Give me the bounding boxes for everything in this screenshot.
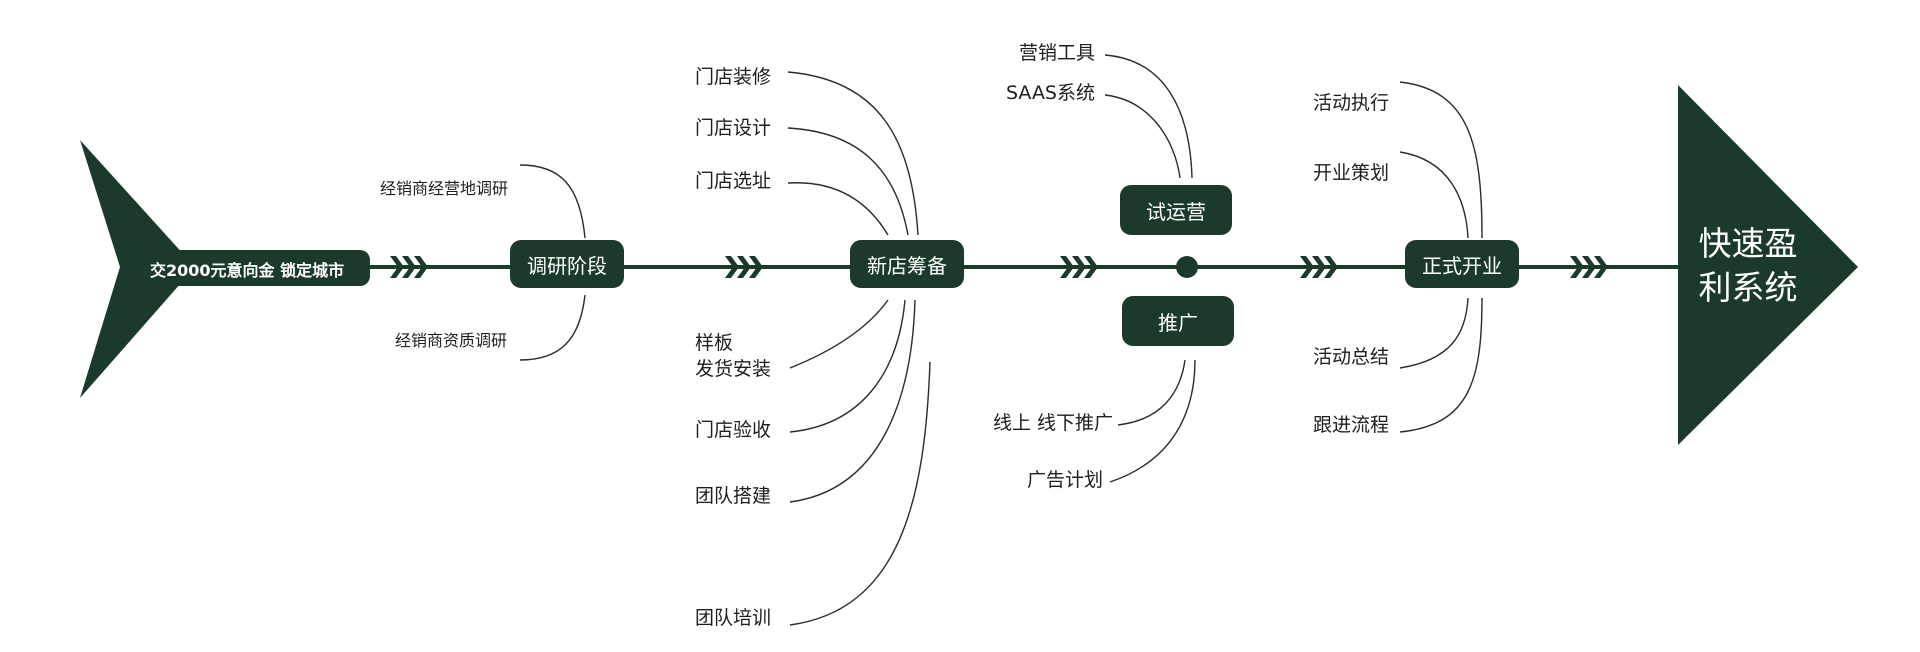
trial-item-label: SAAS系统 bbox=[1006, 82, 1095, 104]
open-item-label: 活动总结 bbox=[1313, 346, 1390, 368]
branch-promo-1 bbox=[1117, 359, 1186, 426]
stage-promo-node[interactable]: 推广 bbox=[1122, 296, 1234, 346]
research-item-label: 经销商资质调研 bbox=[395, 331, 508, 350]
branch-prep-3 bbox=[787, 182, 889, 236]
stage-prep-node[interactable]: 新店筹备 bbox=[850, 240, 964, 288]
chevron-arrows-icon bbox=[1060, 256, 1098, 278]
branch-prep-2 bbox=[787, 127, 909, 236]
start-label: 交2000元意向金 锁定城市 bbox=[150, 261, 345, 280]
chevron-arrows-icon bbox=[390, 256, 428, 278]
promo-item-label: 线上 线下推广 bbox=[992, 412, 1113, 434]
branch-trial-1 bbox=[1104, 54, 1193, 179]
prep-item-label: 门店装修 bbox=[695, 66, 772, 88]
junction-dot bbox=[1176, 256, 1198, 278]
branch-promo-2 bbox=[1109, 359, 1196, 483]
branch-prep-4 bbox=[789, 299, 889, 369]
chevron-arrows-icon bbox=[725, 256, 763, 278]
branch-prep-7 bbox=[789, 361, 931, 626]
branch-prep-1 bbox=[787, 71, 919, 236]
branch-open-2 bbox=[1399, 151, 1469, 239]
promo-item-label: 广告计划 bbox=[1026, 469, 1103, 491]
open-item-label: 活动执行 bbox=[1313, 92, 1390, 114]
branch-research-top bbox=[519, 164, 586, 239]
open-item-label: 开业策划 bbox=[1313, 162, 1390, 184]
chevron-arrows-icon bbox=[1570, 256, 1608, 278]
prep-item-label: 门店验收 bbox=[695, 419, 772, 441]
stage-research-node[interactable]: 调研阶段 bbox=[510, 240, 624, 288]
branch-open-1 bbox=[1399, 81, 1483, 239]
prep-item-label: 门店选址 bbox=[695, 170, 772, 192]
branch-prep-5 bbox=[789, 299, 906, 433]
prep-item-label: 团队搭建 bbox=[695, 485, 772, 507]
end-label-line1: 快速盈 bbox=[1698, 224, 1798, 263]
research-item-label: 经销商经营地调研 bbox=[380, 179, 509, 198]
end-arrow-shape bbox=[1678, 85, 1858, 445]
chevron-arrows-icon bbox=[1300, 256, 1338, 278]
open-item-label: 跟进流程 bbox=[1313, 414, 1390, 436]
branch-open-3 bbox=[1399, 297, 1469, 369]
prep-item-label: 门店设计 bbox=[695, 117, 772, 139]
prep-item-label: 发货安装 bbox=[695, 358, 772, 380]
trial-item-label: 营销工具 bbox=[1018, 42, 1095, 64]
branch-prep-6 bbox=[789, 299, 916, 503]
end-label-line2: 利系统 bbox=[1698, 268, 1798, 307]
prep-item-label: 样板 bbox=[695, 332, 734, 354]
stage-open-node[interactable]: 正式开业 bbox=[1405, 240, 1519, 288]
end-label: 快速盈 利系统 bbox=[1683, 222, 1813, 310]
branch-research-bottom bbox=[519, 294, 586, 361]
branch-open-4 bbox=[1399, 297, 1483, 433]
branch-trial-2 bbox=[1104, 94, 1181, 179]
start-arrow-banner bbox=[122, 250, 370, 286]
stage-trial-node[interactable]: 试运营 bbox=[1120, 185, 1232, 235]
prep-item-label: 团队培训 bbox=[695, 607, 772, 629]
